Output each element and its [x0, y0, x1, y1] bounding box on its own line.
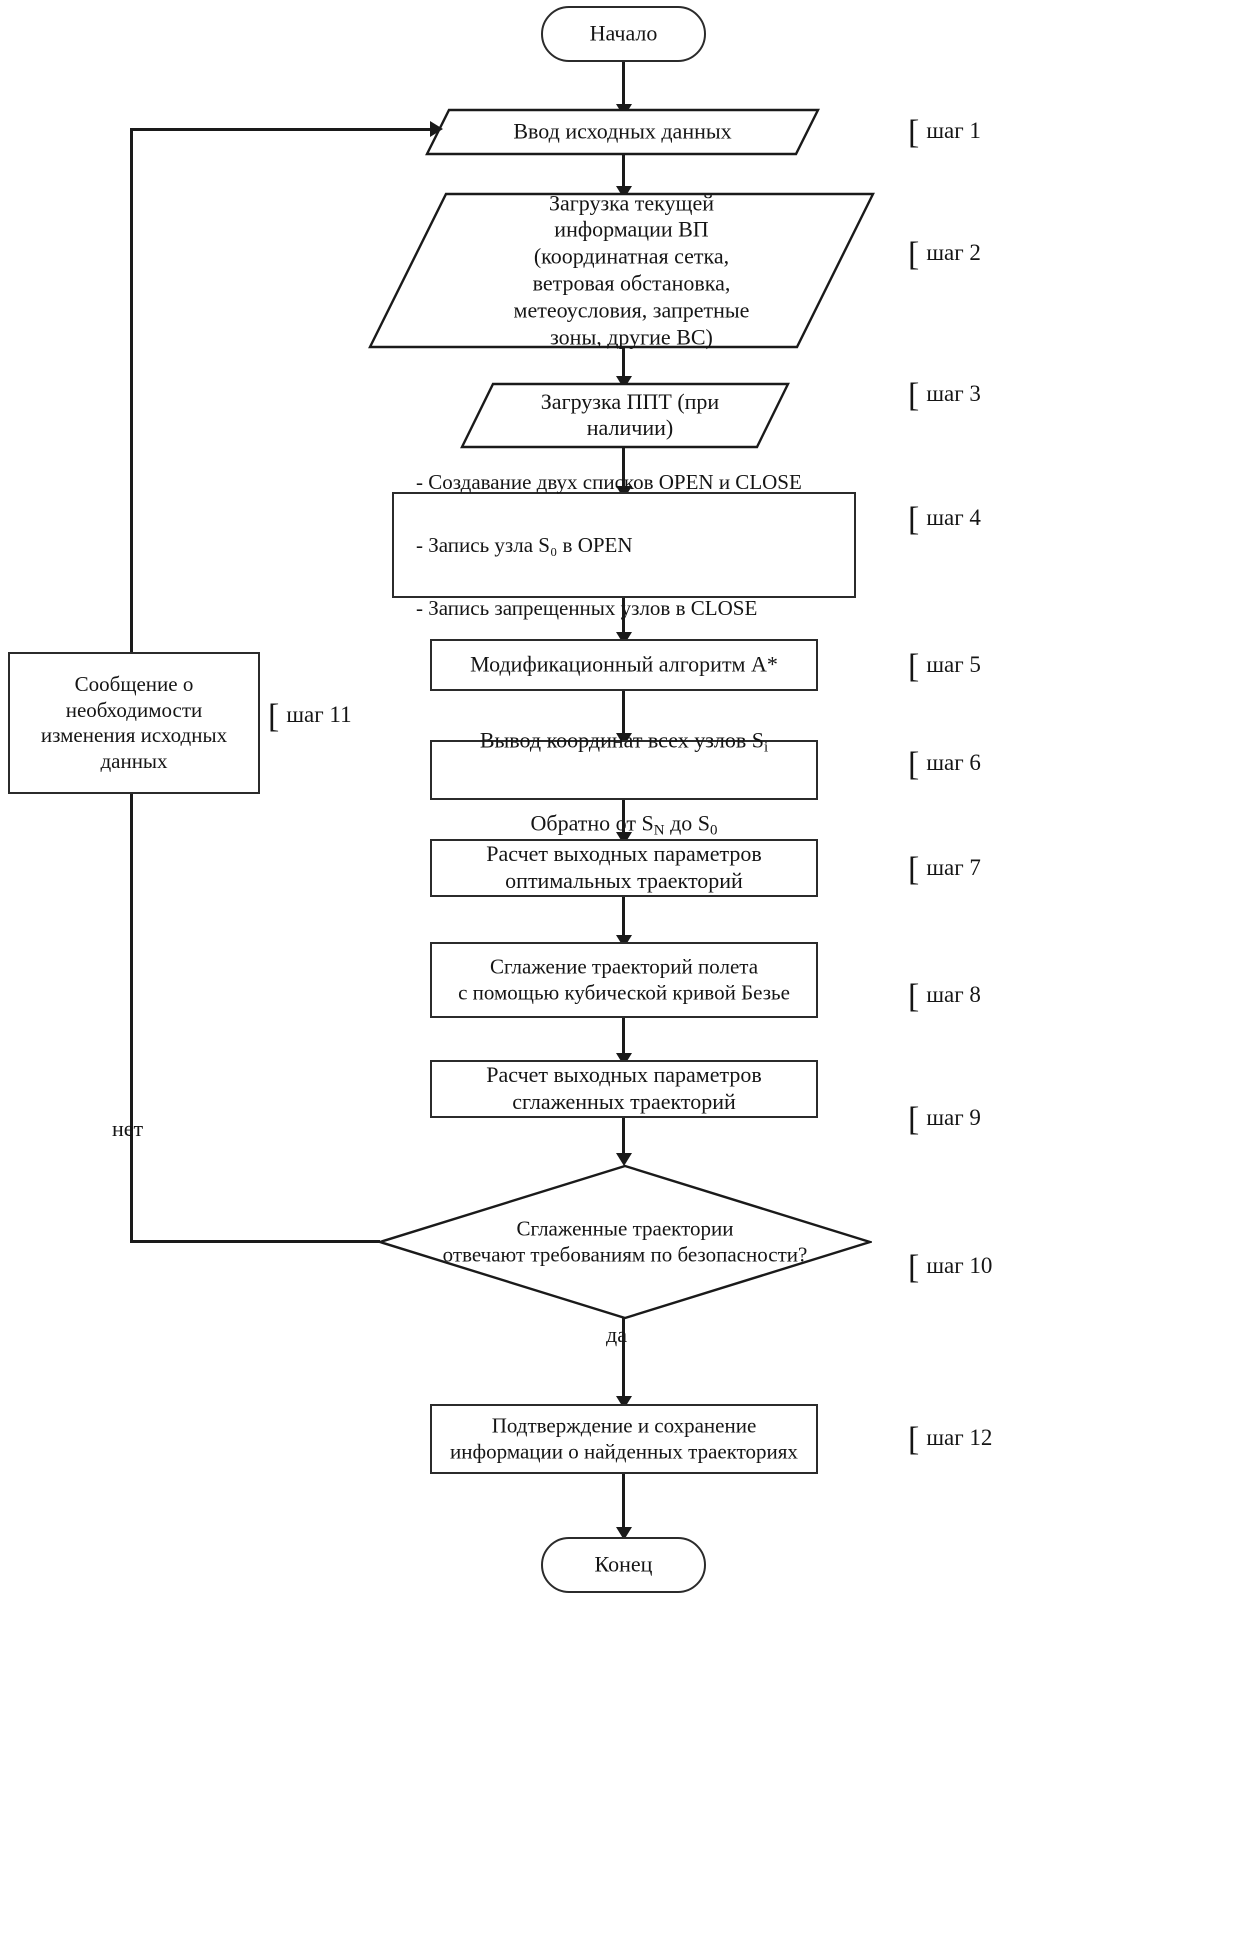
node-step9: Расчет выходных параметров сглаженных тр…	[430, 1060, 818, 1118]
bracket-4: [	[908, 501, 920, 538]
step6-line2-sub2: 0	[710, 822, 718, 839]
connector-no-to-step1	[130, 128, 436, 131]
connector-step5-step6	[622, 691, 625, 739]
node-step2-label: Загрузка текущей информации ВП (координа…	[513, 190, 750, 350]
node-step11-label: Сообщение о необходимости изменения исхо…	[40, 671, 228, 773]
node-step5: Модификационный алгоритм A*	[430, 639, 818, 691]
step-label-9: [шаг 9	[908, 1103, 981, 1137]
bracket-8: [	[908, 978, 920, 1015]
step-label-12: [шаг 12	[908, 1423, 993, 1457]
node-step5-label: Модификационный алгоритм A*	[470, 651, 778, 677]
step-label-2-text: шаг 2	[926, 240, 981, 265]
bracket-7: [	[908, 851, 920, 888]
node-step10: Сглаженные траектории отвечают требовани…	[378, 1164, 872, 1320]
step10-shape	[378, 1164, 872, 1320]
connector-step8-step9	[622, 1018, 625, 1060]
step6-line2-sub1: N	[653, 822, 665, 839]
bracket-1: [	[908, 114, 920, 151]
arrowhead-step9-step10	[616, 1153, 632, 1166]
bracket-12: [	[908, 1421, 920, 1458]
step2-shape	[368, 192, 875, 349]
bracket-3: [	[908, 377, 920, 414]
node-step10-label: Сглаженные траектории отвечают требовани…	[442, 1216, 808, 1266]
connector-start-step1	[622, 62, 625, 106]
step1-shape	[425, 108, 820, 156]
step-label-4-text: шаг 4	[926, 505, 981, 530]
step6-line2-mid: до S	[664, 810, 710, 836]
step-label-1: [шаг 1	[908, 116, 981, 150]
connector-no-horizontal	[130, 1240, 380, 1243]
node-step7: Расчет выходных параметров оптимальных т…	[430, 839, 818, 897]
node-step1-label: Ввод исходных данных	[513, 118, 732, 144]
step6-line-2: Обратно от SN до S0	[442, 783, 806, 839]
step-label-7-text: шаг 7	[926, 855, 981, 880]
connector-step9-step10	[622, 1118, 625, 1162]
node-step9-label: Расчет выходных параметров сглаженных тр…	[486, 1062, 762, 1114]
step-label-10-text: шаг 10	[926, 1253, 993, 1278]
node-step3-label: Загрузка ППТ (при наличии)	[540, 388, 720, 441]
node-step12: Подтверждение и сохранение информации о …	[430, 1404, 818, 1474]
step6-line-1: Вывод координат всех узлов Si	[442, 700, 806, 756]
step-label-2: [шаг 2	[908, 238, 981, 272]
connector-step12-end	[622, 1474, 625, 1534]
node-step4-lines: - Создавание двух списков OPEN и CLOSE -…	[394, 435, 854, 656]
step3-shape	[460, 382, 790, 449]
step-label-7: [шаг 7	[908, 853, 981, 887]
step6-line2-pre: Обратно от S	[530, 810, 654, 836]
node-end-label: Конец	[594, 1551, 653, 1577]
step-label-8-text: шаг 8	[926, 982, 981, 1007]
step-label-1-text: шаг 1	[926, 118, 981, 143]
step-label-4: [шаг 4	[908, 503, 981, 537]
step4-line-1: - Создавание двух списков OPEN и CLOSE	[416, 469, 802, 494]
bracket-6: [	[908, 746, 920, 783]
bracket-9: [	[908, 1101, 920, 1138]
step4-line-3: - Запись запрещенных узлов в CLOSE	[416, 595, 758, 620]
connector-step10-step12	[622, 1318, 625, 1403]
step-label-3-text: шаг 3	[926, 381, 981, 406]
node-step6: Вывод координат всех узлов Si Обратно от…	[430, 727, 818, 838]
step-label-5: [шаг 5	[908, 650, 981, 684]
step-label-3: [шаг 3	[908, 379, 981, 413]
step-label-10: [шаг 10	[908, 1251, 993, 1285]
bracket-2: [	[908, 236, 920, 273]
node-start-label: Начало	[589, 20, 658, 46]
arrowhead-step12-end	[616, 1527, 632, 1540]
step-label-12-text: шаг 12	[926, 1425, 993, 1450]
node-step11: Сообщение о необходимости изменения исхо…	[8, 652, 260, 794]
arrowhead-no-to-step1	[430, 121, 443, 137]
node-step7-label: Расчет выходных параметров оптимальных т…	[486, 841, 762, 893]
step6-line1-pre: Вывод координат всех узлов S	[479, 727, 764, 753]
step4-line-2: - Запись узла S₀ в OPEN	[416, 532, 633, 557]
bracket-10: [	[908, 1249, 920, 1286]
connector-step1-step2	[622, 155, 625, 191]
connector-step6-step7	[622, 800, 625, 838]
step6-line1-sub: i	[764, 739, 769, 756]
node-step4: - Создавание двух списков OPEN и CLOSE -…	[392, 469, 856, 619]
node-end: Конец	[541, 1537, 706, 1593]
step-label-6: [шаг 6	[908, 748, 981, 782]
bracket-11: [	[268, 698, 280, 735]
node-step1: Ввод исходных данных	[425, 108, 820, 156]
node-step6-label: Вывод координат всех узлов Si Обратно от…	[432, 674, 816, 867]
node-step8: Сглажение траекторий полета с помощью ку…	[430, 942, 818, 1018]
step-label-5-text: шаг 5	[926, 652, 981, 677]
node-step3: Загрузка ППТ (при наличии)	[460, 382, 790, 449]
connector-step3-step4	[622, 447, 625, 491]
node-step8-label: Сглажение траекторий полета с помощью ку…	[458, 954, 790, 1004]
edge-label-no: нет	[112, 1116, 144, 1141]
connector-step4-step5	[622, 598, 625, 638]
step-label-8: [шаг 8	[908, 980, 981, 1014]
step-label-11: [шаг 11	[268, 700, 352, 734]
step-label-11-text: шаг 11	[286, 702, 352, 727]
connector-step7-step8	[622, 897, 625, 941]
node-step12-label: Подтверждение и сохранение информации о …	[450, 1413, 798, 1463]
edge-label-yes: да	[606, 1322, 627, 1347]
bracket-5: [	[908, 648, 920, 685]
node-start: Начало	[541, 6, 706, 62]
connector-step2-step3	[622, 347, 625, 381]
node-step2: Загрузка текущей информации ВП (координа…	[368, 190, 875, 350]
step-label-6-text: шаг 6	[926, 750, 981, 775]
step-label-9-text: шаг 9	[926, 1105, 981, 1130]
